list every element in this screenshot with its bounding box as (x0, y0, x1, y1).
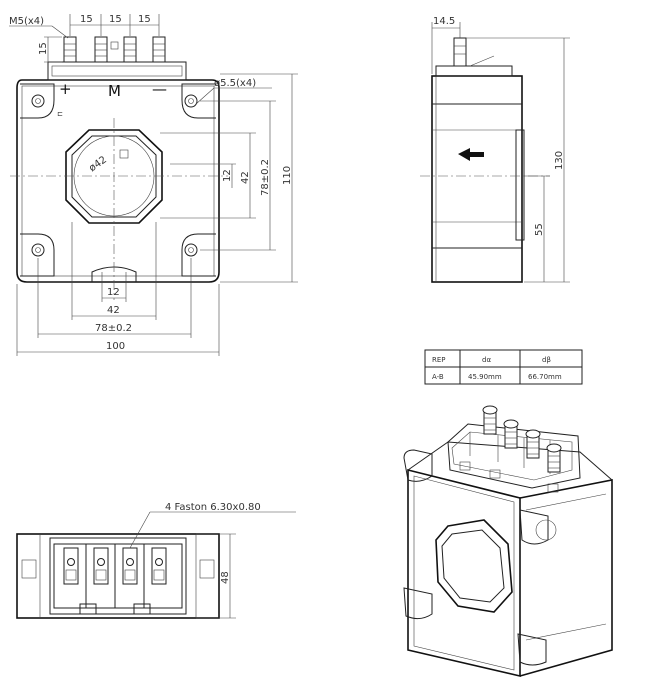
faston-connector (93, 547, 109, 585)
current-direction-arrow (458, 148, 484, 161)
front-housing-outline (16, 79, 220, 283)
depth-dim: 48 (220, 571, 231, 584)
center-offset-dim: 12 (222, 169, 233, 182)
table-cell-d-beta: 66.70mm (528, 373, 562, 381)
aperture-diameter: ø42 (87, 154, 109, 174)
iso-terminal-screw (482, 405, 498, 435)
height-total-dim: 110 (282, 166, 293, 185)
iso-terminal-block (447, 423, 581, 489)
pitch-dim-3: 15 (138, 14, 151, 25)
bottom-housing (16, 533, 220, 619)
mount-holes-label: ø5.5(x4) (214, 78, 256, 89)
terminal-screw (152, 36, 166, 63)
pitch-dim-2: 15 (109, 14, 122, 25)
m-label: M (108, 82, 121, 100)
table-header-d-alpha: dα (482, 356, 491, 364)
aperture-flat-width-dim: 42 (107, 305, 120, 316)
faston-connectors (63, 547, 167, 585)
faston-connector (151, 547, 167, 585)
pitch-dim-1: 15 (80, 14, 93, 25)
plus-label: + (59, 80, 72, 98)
aperture-flat-height-dim: 42 (240, 171, 251, 184)
side-housing (431, 75, 523, 283)
front-view: + M — ⊏ ø42 M5(x4) 15 15 15 15 ø5.5(x4) … (9, 14, 298, 356)
side-terminal-block (435, 65, 513, 77)
table-header-d-beta: dβ (542, 356, 551, 364)
slot-width-dim: 12 (107, 287, 120, 298)
terminal-screws (63, 36, 166, 63)
table-cell-rep: A-B (432, 373, 444, 381)
iso-terminal-screw (546, 443, 562, 473)
marking-box (110, 41, 119, 50)
side-height-total-dim: 130 (554, 151, 565, 170)
side-terminal-screw (453, 37, 467, 67)
mounting-holes (20, 83, 216, 277)
terminal-screw (63, 36, 77, 63)
iso-body-side (519, 479, 613, 677)
terminal-thread-label: M5(x4) (9, 16, 44, 27)
terminal-offset-dim: 14.5 (433, 16, 455, 27)
connector-note: 4 Faston 6.30x0.80 (165, 502, 261, 513)
hole-pitch-vertical-dim: 78±0.2 (260, 159, 271, 196)
width-total-dim: 100 (106, 341, 125, 352)
terminal-block (47, 61, 187, 81)
terminal-screw (94, 36, 108, 63)
isometric-view (403, 405, 613, 678)
faston-connector (63, 547, 79, 585)
svg-text:⊏: ⊏ (57, 110, 63, 118)
iso-terminal-screw (525, 429, 541, 459)
iso-body-front (407, 468, 521, 678)
terminal-height-dim: 15 (38, 42, 49, 55)
front-inner-edge (21, 85, 215, 277)
bottom-view: 4 Faston 6.30x0.80 48 (16, 502, 296, 619)
base-to-center-dim: 55 (534, 223, 545, 236)
side-view: 14.5 130 55 (420, 16, 570, 283)
table-header-rep: REP (432, 356, 446, 364)
spec-table: REP dα dβ A-B 45.90mm 66.70mm (424, 349, 583, 385)
terminal-screw (123, 36, 137, 63)
minus-label: — (152, 80, 167, 98)
iso-terminal-screw (503, 419, 519, 449)
faston-connector (122, 547, 138, 585)
hole-pitch-horizontal-dim: 78±0.2 (95, 323, 132, 334)
iso-terminal-screws (482, 405, 562, 473)
table-cell-d-alpha: 45.90mm (468, 373, 502, 381)
iso-aperture (435, 519, 513, 613)
